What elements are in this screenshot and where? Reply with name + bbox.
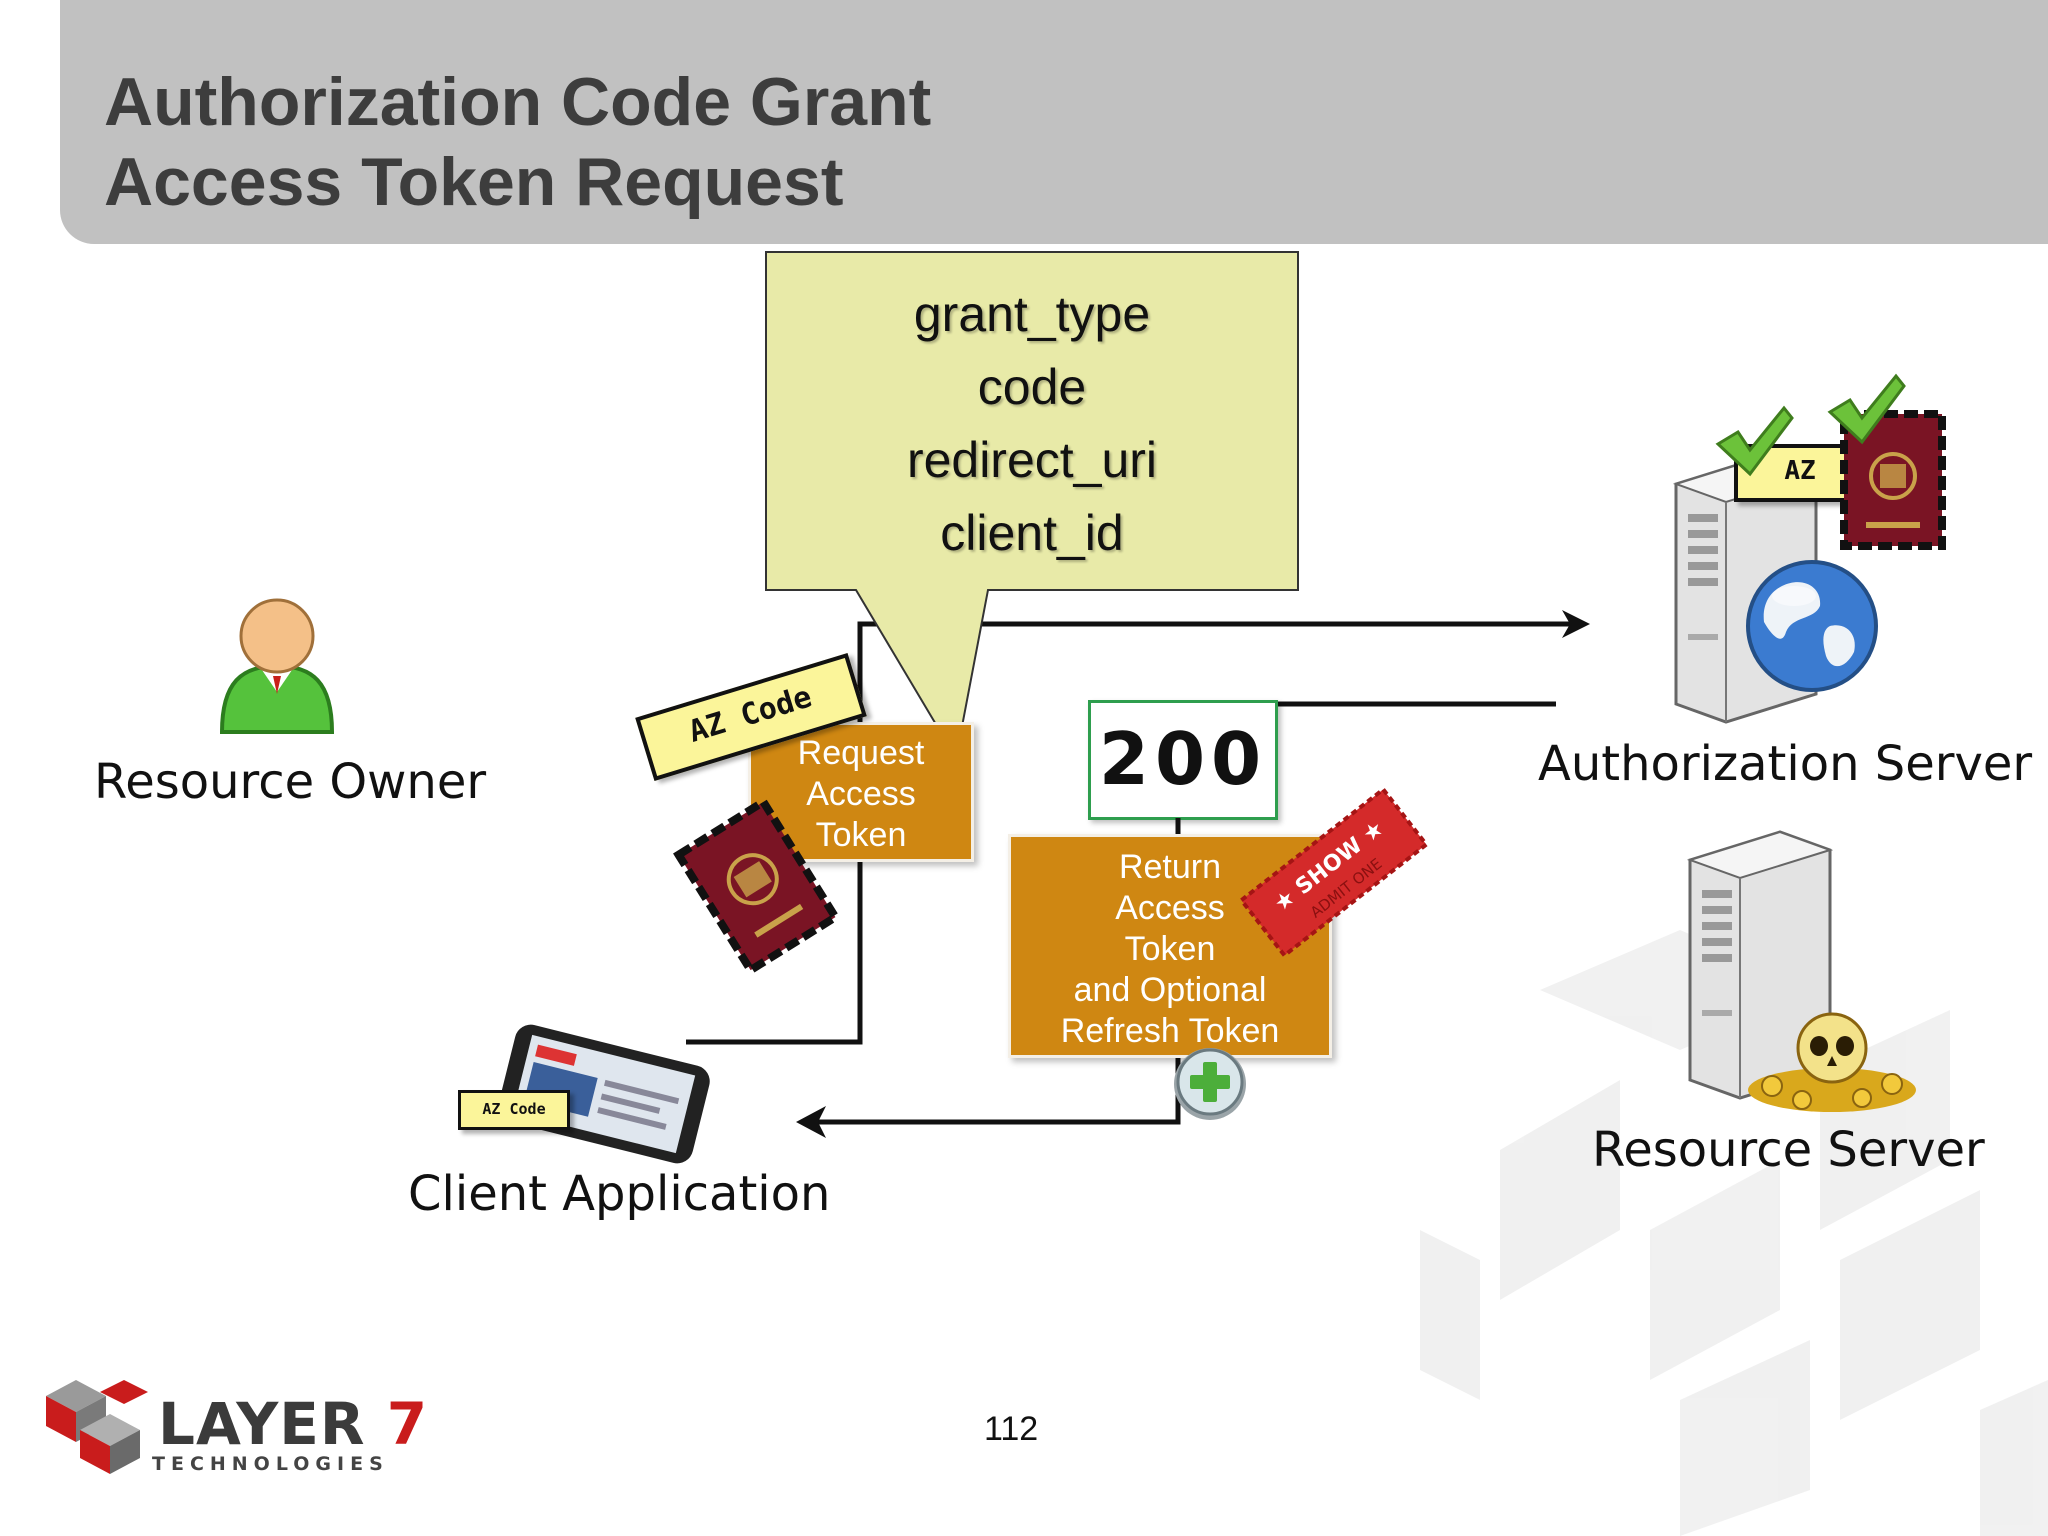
request-box-line-1: Request [797,734,925,772]
label-client-application: Client Application [408,1166,831,1222]
slide-title-line-2: Access Token Request [104,144,844,220]
param-client-id: client_id [940,505,1124,561]
server-icon [1686,830,1834,1100]
response-line-4: and Optional [1073,971,1267,1009]
checkmark-icon [1827,373,1906,445]
response-line-2: Access [1115,889,1225,927]
request-box-line-2: Access [806,775,916,813]
slide-title-line-1: Authorization Code Grant [104,64,932,140]
response-line-3: Token [1124,930,1216,968]
az-code-tag-small: AZ Code [458,1090,570,1130]
response-line-1: Return [1118,848,1222,886]
watermark-cubes-icon [1420,930,2048,1536]
globe-icon [1746,560,1878,692]
passport-icon [673,796,841,976]
logo-wordmark: LAYER 7 [158,1390,428,1458]
request-box-line-3: Token [815,816,907,854]
logo-subtitle: TECHNOLOGIES [152,1453,389,1475]
ticket-icon: ★ SHOW ★ ADMIT ONE [1238,786,1430,959]
param-redirect-uri: redirect_uri [906,432,1158,488]
logo-number: 7 [386,1390,429,1458]
page-number: 112 [984,1410,1039,1448]
treasure-skull-icon [1748,1012,1916,1112]
checkmark-icon [1715,405,1794,477]
title-bar [60,0,2048,244]
logo-name: LAYER [158,1390,366,1458]
label-resource-owner: Resource Owner [94,754,487,810]
param-code: code [977,359,1087,415]
response-line-5: Refresh Token [1060,1012,1280,1050]
status-code-200: 200 [1088,700,1278,820]
label-resource-server: Resource Server [1592,1122,1985,1178]
person-icon [219,598,335,734]
label-authorization-server: Authorization Server [1538,736,2033,792]
return-access-token-box: Return Access Token and Optional Refresh… [1008,834,1332,1058]
plus-icon [1174,1048,1246,1120]
parameters-callout [765,251,1299,761]
param-grant-type: grant_type [913,286,1151,342]
layer7-logo-icon [46,1380,148,1474]
